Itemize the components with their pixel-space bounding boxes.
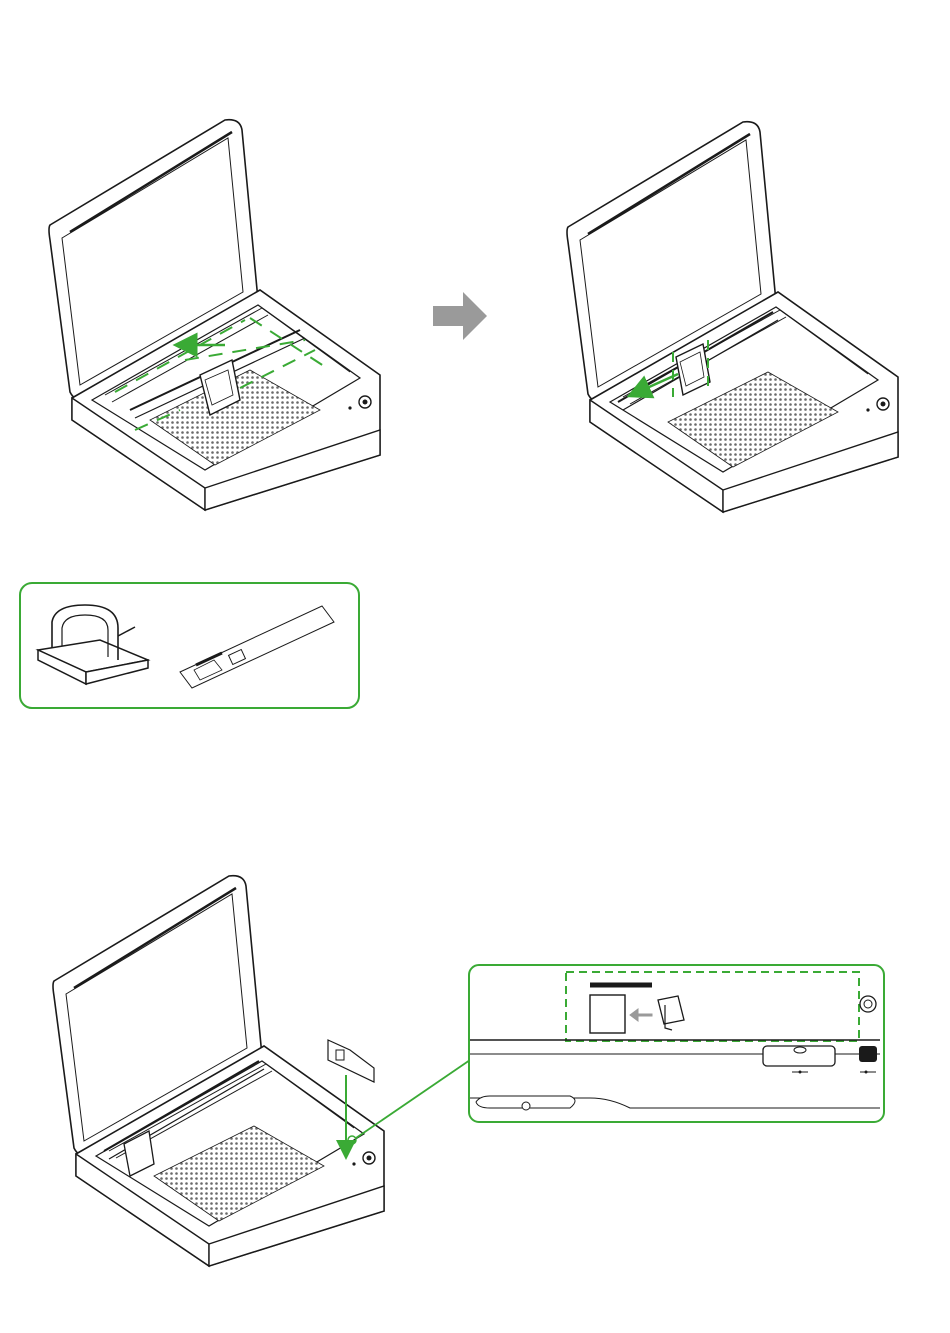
knob-icon — [860, 996, 876, 1012]
detail-callout — [469, 965, 884, 1122]
accessory-kit — [20, 583, 359, 708]
machine-after — [567, 122, 898, 512]
machine-before — [49, 120, 380, 510]
transition-arrow-icon — [433, 292, 487, 340]
machine-install — [53, 876, 384, 1266]
